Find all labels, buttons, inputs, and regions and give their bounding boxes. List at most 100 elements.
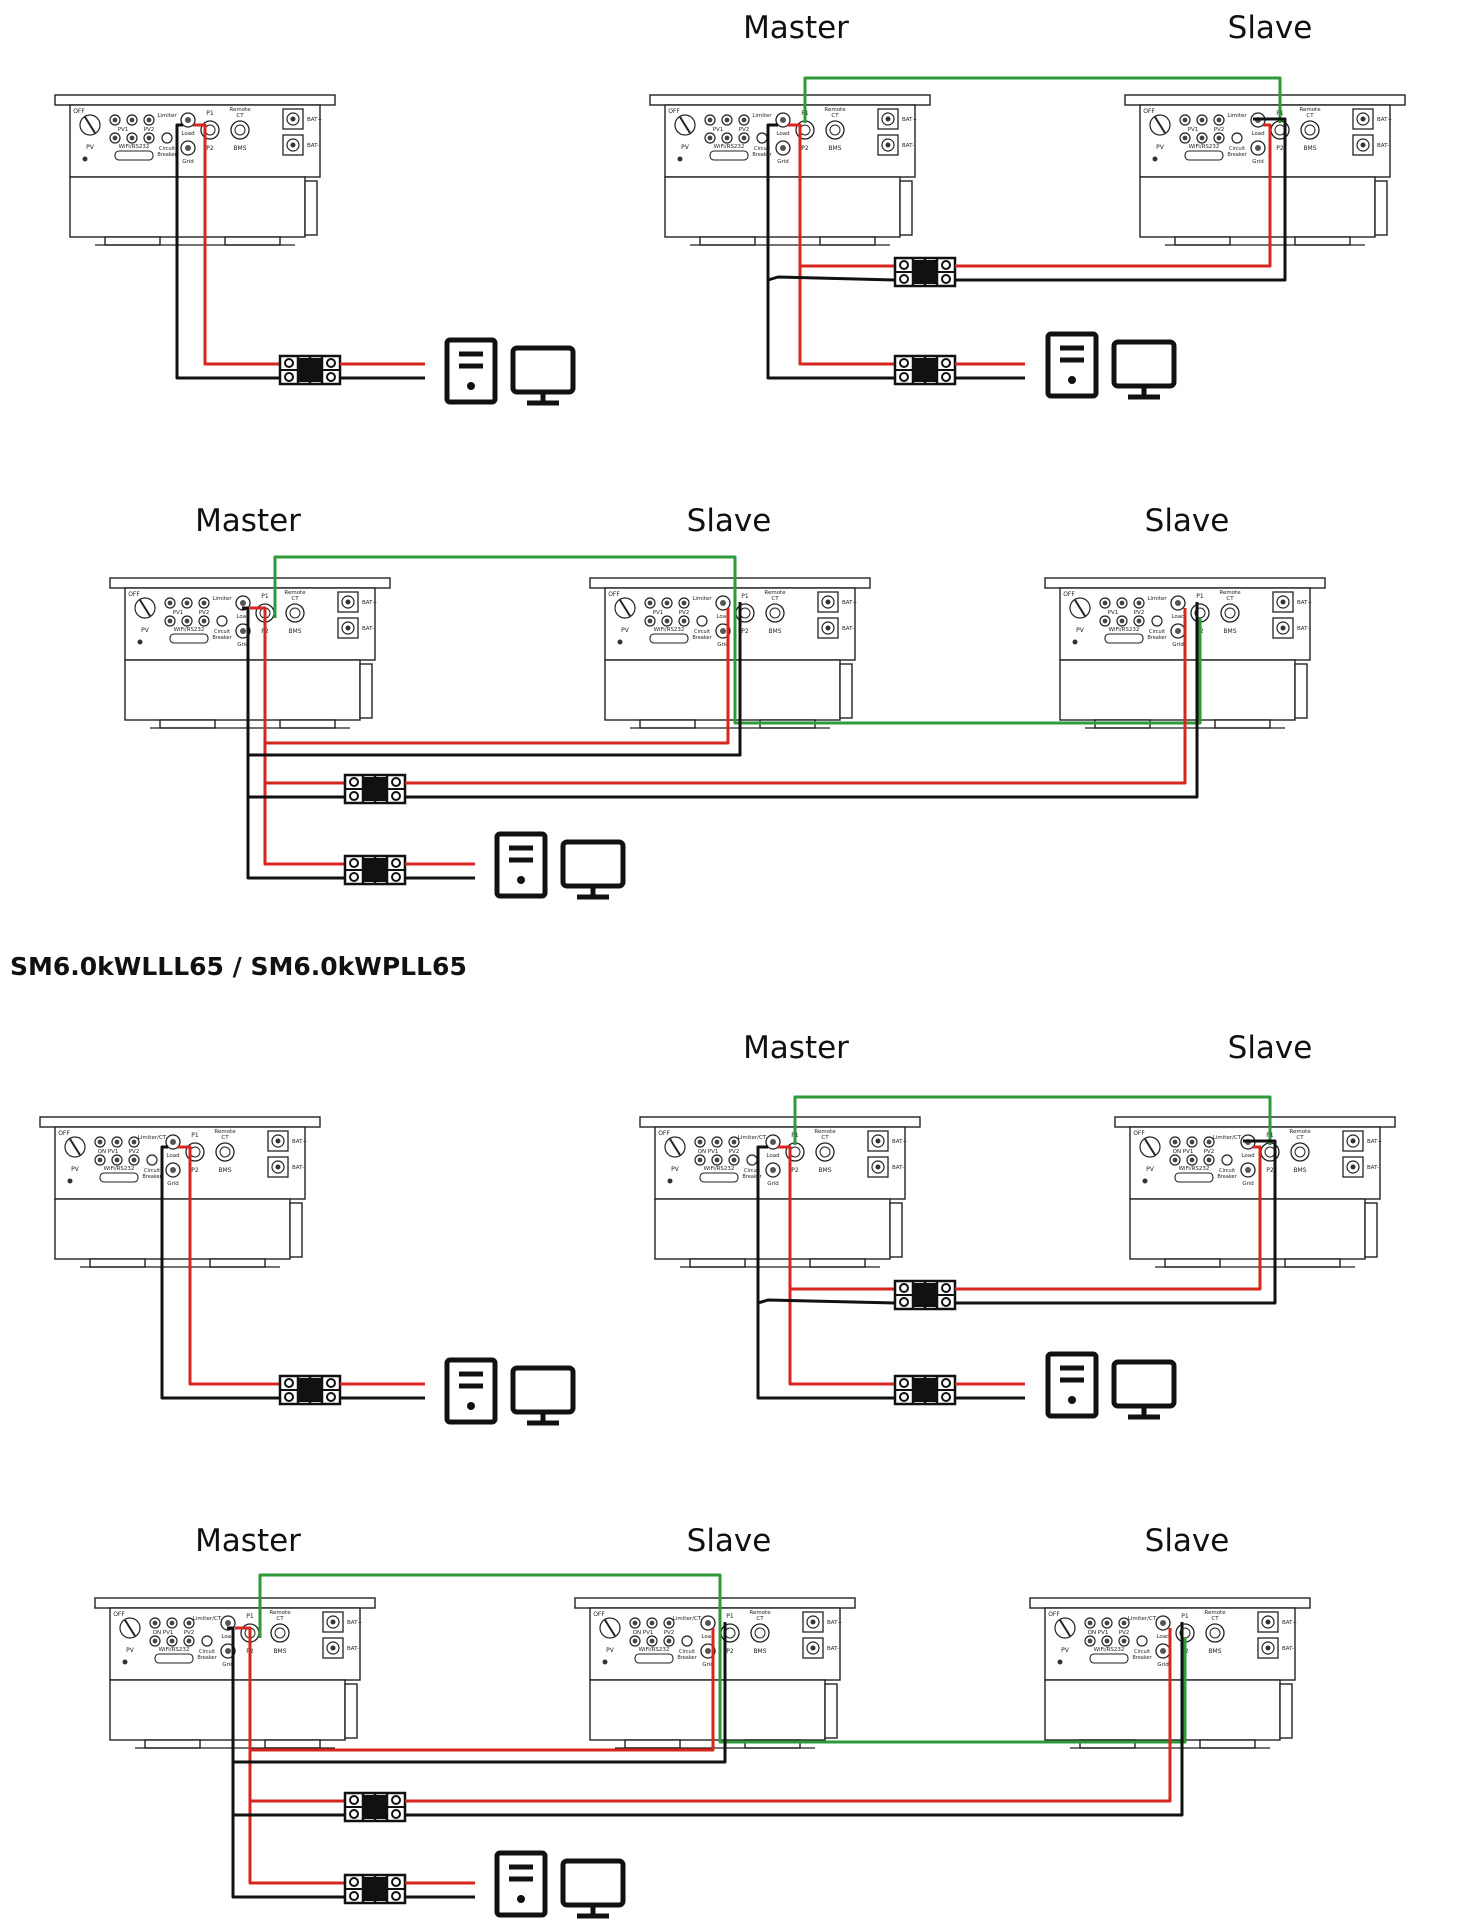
inverter-body	[589, 1679, 826, 1741]
breaker-toggle	[376, 858, 386, 882]
pv-connector-pin	[1172, 1157, 1178, 1163]
wifi-rs232-port	[634, 1653, 674, 1664]
breaker-toggle	[311, 1378, 321, 1402]
inverter-port-label: BAT+	[292, 1139, 307, 1145]
label-master: Master	[195, 503, 301, 539]
live-wire	[405, 608, 1187, 785]
inverter-foot	[1174, 236, 1231, 246]
screw	[667, 1178, 673, 1184]
breaker-toggle	[299, 358, 309, 382]
inverter-port-label: BAT+	[827, 1620, 842, 1626]
inverter-port-label: Load	[1251, 131, 1264, 137]
neutral-wire	[248, 602, 742, 757]
inverter-port-label: Load	[181, 131, 194, 137]
monitor-icon	[510, 1365, 576, 1415]
live-wire	[193, 123, 280, 366]
pv-connector-pin	[1216, 117, 1222, 123]
circuit-breaker-port	[1231, 132, 1243, 144]
circuit-breaker-port	[1151, 615, 1163, 627]
breaker-toggle	[926, 358, 936, 382]
inverter-foot	[689, 1258, 746, 1268]
neutral-wire	[766, 123, 895, 380]
circuit-breaker-port	[161, 132, 173, 144]
computer-tower-led	[517, 1895, 525, 1903]
bms-port-inner	[769, 607, 781, 619]
live-wire	[405, 1628, 1172, 1803]
monitor-icon	[560, 1858, 626, 1908]
inverter-port-label: P1	[1181, 1613, 1189, 1620]
grid-connector-pin	[170, 1167, 176, 1173]
bms-port-inner	[1209, 1627, 1221, 1639]
inverter-port-label: PV2	[679, 610, 690, 616]
inverter-port-label: OFF	[593, 1611, 605, 1618]
live-wire	[955, 123, 1272, 268]
grid-connector-pin	[240, 628, 246, 634]
pv-connector-pin	[1104, 1638, 1110, 1644]
load-connector-pin	[780, 117, 786, 123]
inverter-foot	[224, 236, 281, 246]
battery-terminal-pin	[1360, 142, 1366, 148]
pv-connector-pin	[184, 600, 190, 606]
neutral-wire	[757, 1298, 896, 1305]
breaker-screw	[349, 872, 359, 882]
dc-switch-lever	[124, 1619, 136, 1637]
inverter-port-label: P1	[191, 1132, 199, 1139]
inverter-port-label: Load	[701, 1634, 714, 1640]
comm-cable	[803, 76, 1282, 123]
inverter-port-label: PV2	[184, 1630, 195, 1636]
inverter-port-label: P2	[1266, 1167, 1274, 1174]
inverter-port-label: PV	[71, 1166, 80, 1173]
pv-connector-pin	[201, 600, 207, 606]
inverter-port-label: BMS	[768, 628, 781, 635]
inverter-port-label: ON PV1	[633, 1630, 654, 1636]
label-slave: Slave	[1227, 1030, 1313, 1066]
inverter-port-label: Breaker	[197, 1655, 217, 1661]
section-title: SM6.0kWLLL65 / SM6.0kWPLL65	[10, 952, 467, 981]
breaker-screw	[899, 372, 909, 382]
grid-connector-pin	[705, 1648, 711, 1654]
circuit-breaker-port	[146, 1154, 158, 1166]
battery-terminal-pin	[825, 599, 831, 605]
pv-connector-pin	[649, 1638, 655, 1644]
breaker-toggle	[914, 1378, 924, 1402]
screw	[617, 639, 623, 645]
load-connector-pin	[185, 117, 191, 123]
wifi-rs232-port	[169, 633, 209, 644]
inverter-port-label: ON PV1	[1173, 1149, 1194, 1155]
inverter-port-label: WiFi/RS232	[639, 1647, 670, 1653]
breaker-toggle	[311, 358, 321, 382]
pv-connector-pin	[1189, 1157, 1195, 1163]
inverter-port-label: PV	[606, 1647, 615, 1654]
breaker-toggle	[364, 858, 374, 882]
inverter-port-label: CT	[821, 1135, 829, 1141]
bms-port-inner	[274, 1627, 286, 1639]
breaker-icon	[343, 773, 407, 805]
inverter-port-label: Circuit	[754, 146, 770, 152]
battery-terminal-pin	[1350, 1164, 1356, 1170]
pv-connector-pin	[1119, 600, 1125, 606]
load-connector-pin	[170, 1139, 176, 1145]
inverter-port-label: WiFi/RS232	[159, 1647, 190, 1653]
inverter-port-label: PV	[126, 1647, 135, 1654]
pv-connector-pin	[146, 117, 152, 123]
breaker-screw	[284, 1378, 294, 1388]
inverter-foot	[1284, 1258, 1341, 1268]
inverter-port-label: OFF	[1063, 591, 1075, 598]
inverter-top-plate	[1044, 577, 1326, 589]
inverter-port-label: Load	[716, 614, 729, 620]
inverter-port-label: Circuit	[1229, 146, 1245, 152]
battery-terminal-pin	[1265, 1645, 1271, 1651]
inverter-port-label: BAT+	[1377, 117, 1392, 123]
inverter-foot	[809, 1258, 866, 1268]
inverter-port-label: Grid	[777, 159, 789, 165]
pv-connector-pin	[664, 618, 670, 624]
inverter-port-label: CT	[756, 1616, 764, 1622]
pv-connector-pin	[1119, 618, 1125, 624]
inverter-port-label: OFF	[58, 1130, 70, 1137]
inverter-port-label: P1	[1196, 593, 1204, 600]
inverter-port-label: Load	[1171, 614, 1184, 620]
inverter-port-label: Breaker	[692, 635, 712, 641]
inverter-side-handle	[344, 1683, 358, 1739]
